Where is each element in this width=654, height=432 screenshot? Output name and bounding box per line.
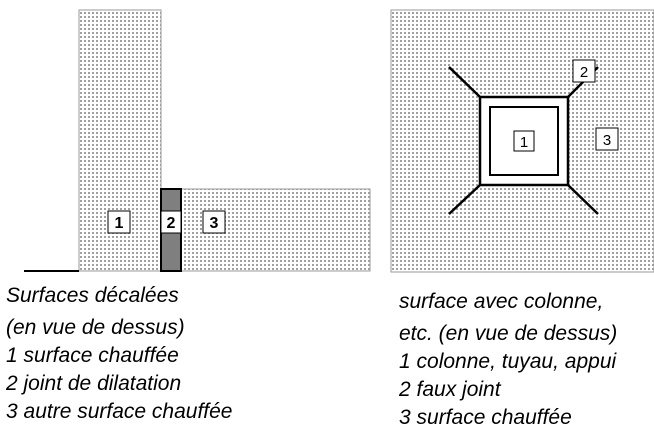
left-caption-line-3: 1 surface chauffée xyxy=(6,344,179,367)
left-figure: 1 2 3 xyxy=(24,9,371,272)
right-caption-line-2: etc. (en vue de dessus) xyxy=(399,322,618,345)
label-box-column-1 xyxy=(513,130,535,152)
left-caption-line-1: Surfaces décalées xyxy=(6,284,179,307)
label-box-2 xyxy=(160,210,182,234)
right-figure: 1 2 3 xyxy=(390,9,654,273)
left-caption-line-4: 2 joint de dilatation xyxy=(6,372,182,395)
label-box-false-joint-2 xyxy=(572,59,596,83)
label-2: 2 xyxy=(167,215,176,232)
false-joint-diagonal-bl xyxy=(448,184,481,215)
left-caption: Surfaces décalées (en vue de dessus) 1 s… xyxy=(6,282,386,426)
left-caption-line-5: 3 autre surface chauffée xyxy=(6,400,233,423)
false-joint-diagonal-tl xyxy=(448,66,481,98)
label-box-3 xyxy=(202,210,226,234)
label-box-1 xyxy=(107,210,131,234)
right-caption-line-3: 1 colonne, tuyau, appui xyxy=(399,350,617,373)
label-3: 3 xyxy=(210,215,219,232)
label-false-joint-2: 2 xyxy=(580,64,588,81)
right-caption-line-5: 3 surface chauffée xyxy=(399,406,572,429)
false-joint-diagonal-br xyxy=(567,184,599,215)
right-caption-line-1: surface avec colonne, xyxy=(399,290,604,313)
right-caption: surface avec colonne, etc. (en vue de de… xyxy=(399,288,654,432)
right-caption-line-4: 2 faux joint xyxy=(399,378,501,401)
label-1: 1 xyxy=(115,215,124,232)
label-column-1: 1 xyxy=(520,134,528,151)
left-caption-line-2: (en vue de dessus) xyxy=(6,316,185,339)
label-surface-3: 3 xyxy=(603,132,611,149)
label-box-surface-3 xyxy=(595,127,619,151)
